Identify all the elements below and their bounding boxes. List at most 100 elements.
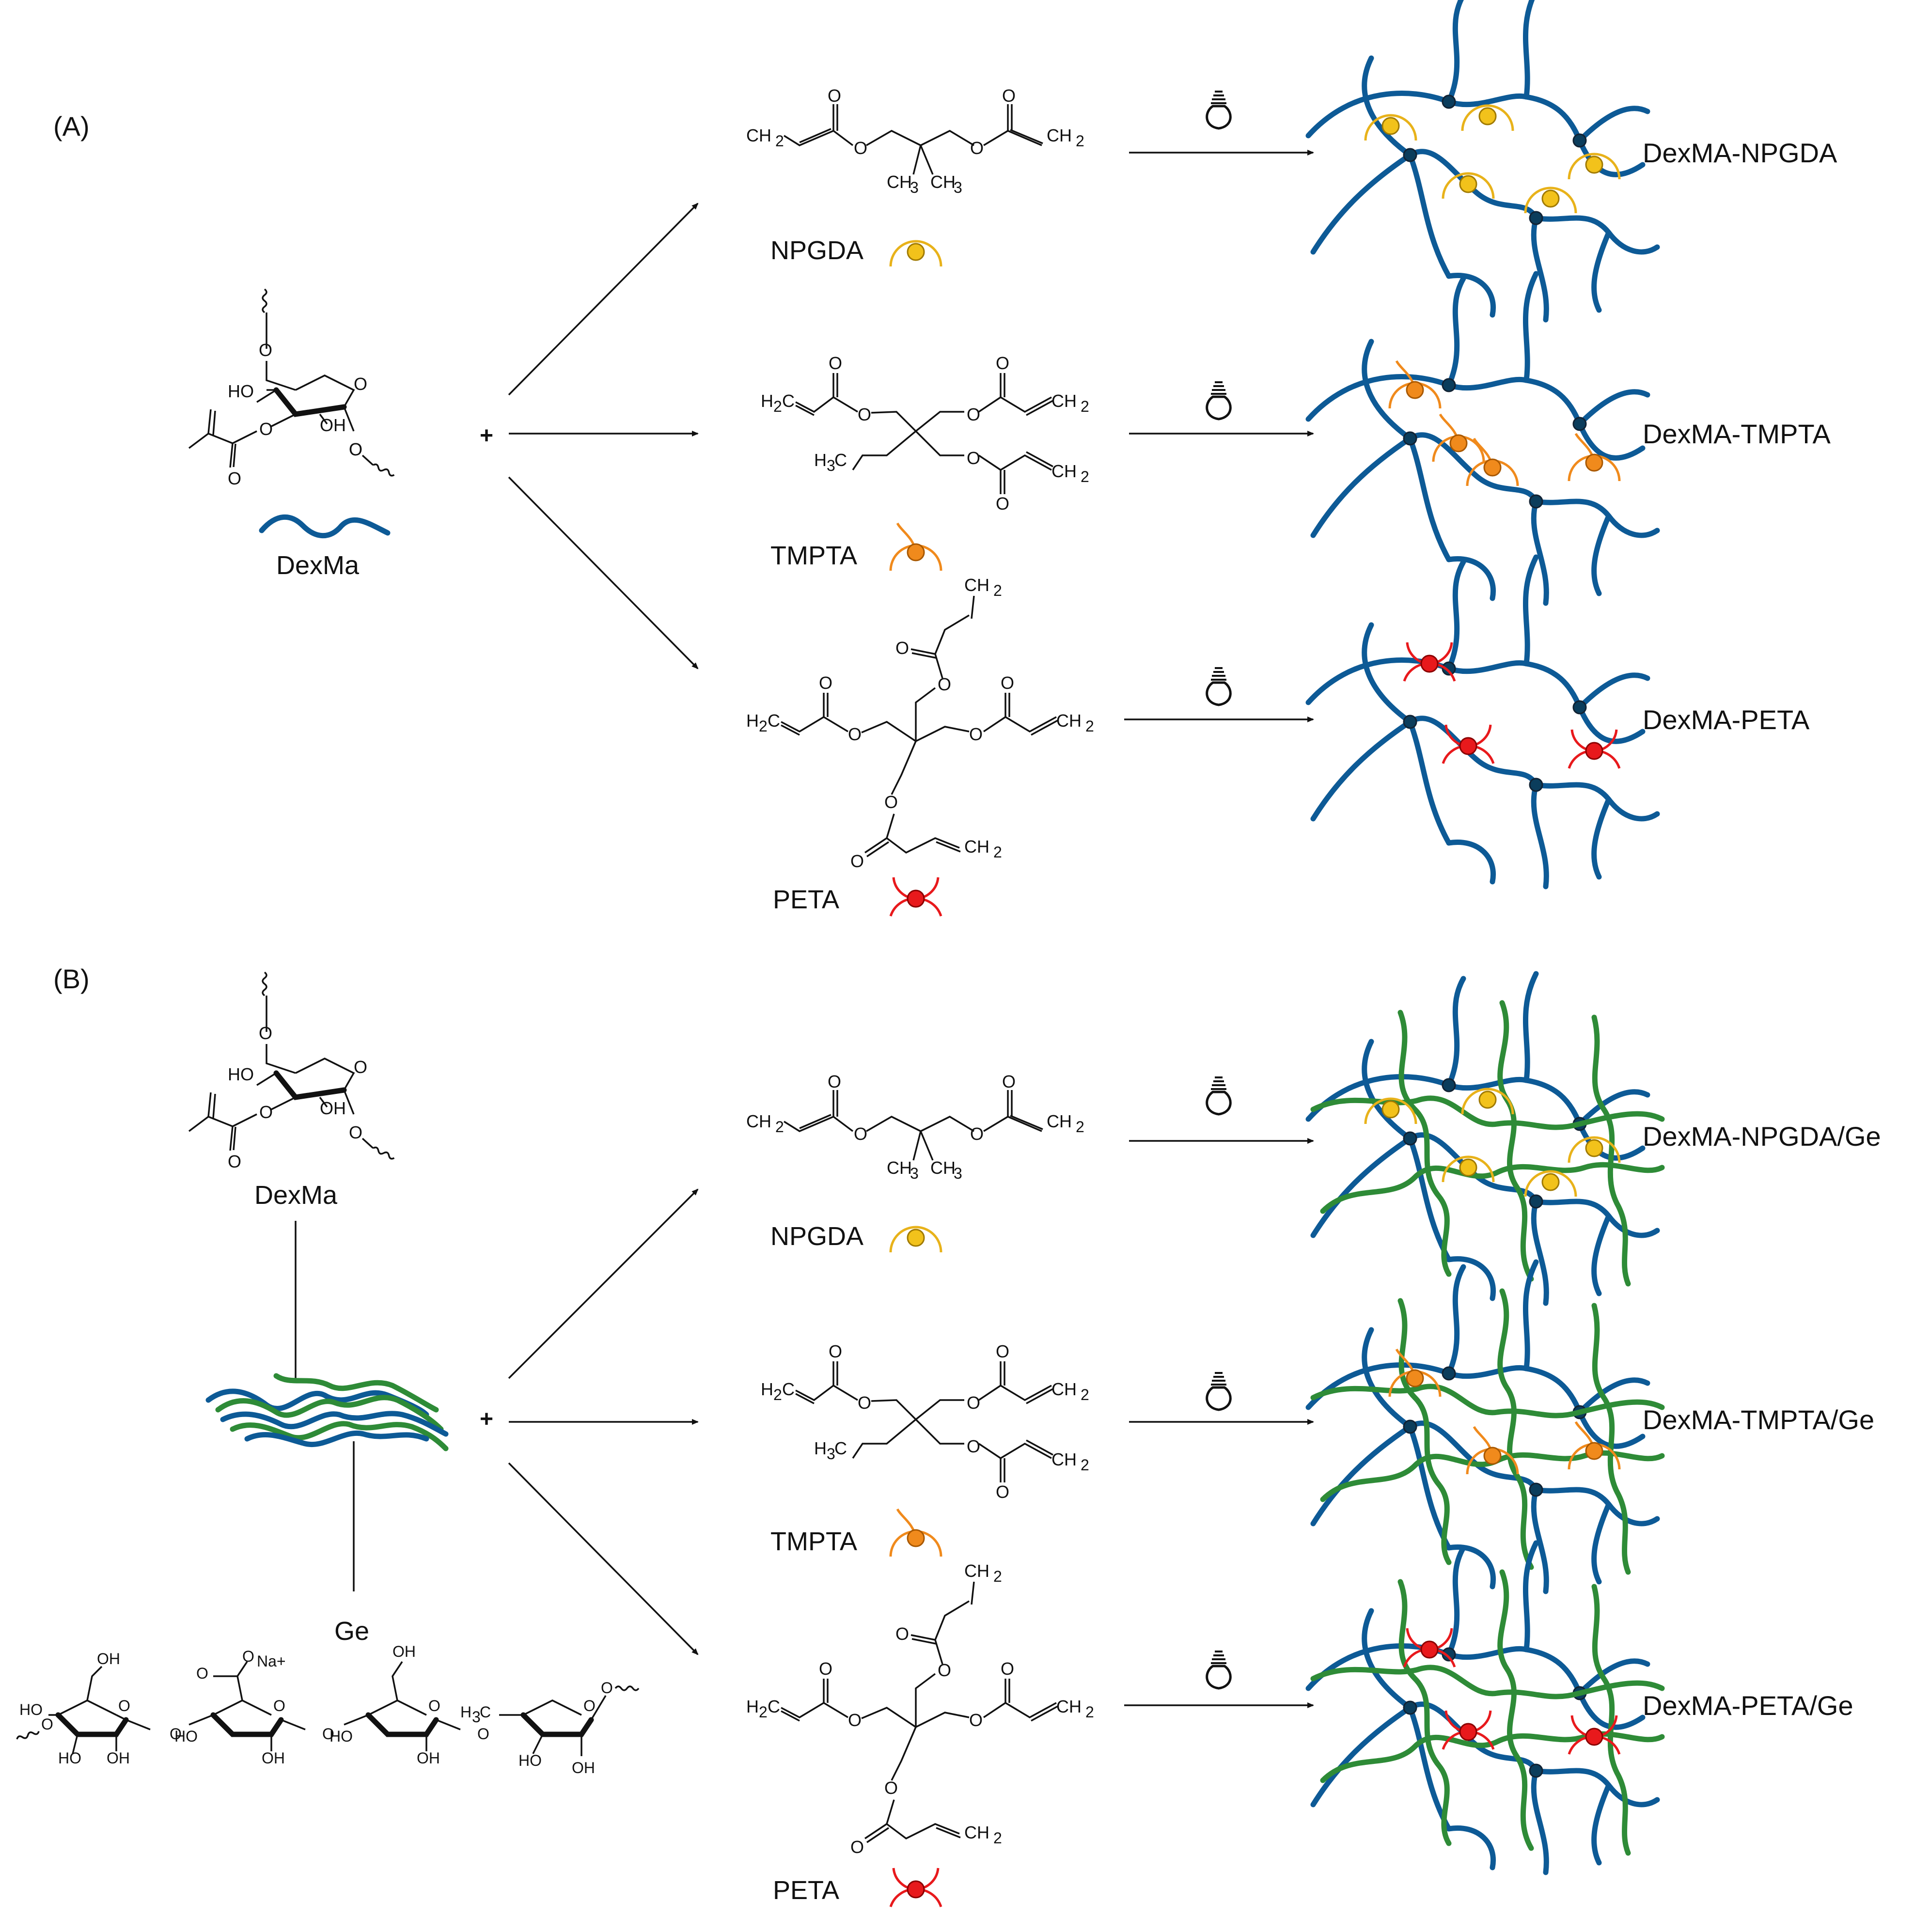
svg-text:O: O <box>228 1152 241 1171</box>
plus-sign-b: + <box>480 1406 493 1432</box>
light-bulb-icon <box>1207 1077 1231 1114</box>
svg-text:O: O <box>1002 1072 1016 1091</box>
svg-text:OH: OH <box>107 1749 130 1767</box>
svg-text:2: 2 <box>1081 398 1089 415</box>
svg-text:O: O <box>428 1697 440 1714</box>
svg-text:O: O <box>895 638 909 658</box>
svg-text:O: O <box>477 1725 489 1743</box>
svg-text:2: 2 <box>775 1118 784 1136</box>
svg-text:O: O <box>970 1124 984 1144</box>
product-label-b2: DexMA-TMPTA/Ge <box>1643 1404 1874 1435</box>
svg-text:2: 2 <box>759 1703 768 1721</box>
svg-text:O: O <box>967 1393 980 1413</box>
svg-text:O: O <box>828 86 841 106</box>
product-label-b3: DexMA-PETA/Ge <box>1643 1690 1853 1721</box>
light-bulb-icon <box>1207 92 1231 128</box>
svg-text:O: O <box>273 1697 285 1714</box>
arrow-b-to-peta <box>508 1462 699 1655</box>
dexma-structure-a: O O HO O O O OH O <box>188 288 396 488</box>
svg-text:CH: CH <box>930 172 956 192</box>
svg-text:O: O <box>349 439 362 459</box>
svg-text:H: H <box>746 1697 759 1716</box>
svg-text:O: O <box>228 468 241 488</box>
svg-text:O: O <box>967 1436 980 1456</box>
dexma-ge-blend-icon <box>205 1373 449 1451</box>
sodium-label: Na+ <box>257 1652 286 1670</box>
svg-text:3: 3 <box>910 179 919 196</box>
svg-text:CH: CH <box>1056 711 1082 731</box>
ge-label: Ge <box>334 1617 369 1646</box>
npgda-glyph-icon-a <box>891 241 941 266</box>
svg-text:CH: CH <box>964 575 989 595</box>
svg-text:2: 2 <box>993 843 1002 861</box>
peta-glyph-icon-a <box>891 877 941 916</box>
svg-text:HO: HO <box>19 1701 43 1718</box>
svg-text:O: O <box>828 1072 841 1091</box>
svg-text:3: 3 <box>954 1165 962 1182</box>
svg-text:O: O <box>850 1837 864 1857</box>
svg-text:2: 2 <box>993 582 1002 599</box>
svg-text:O: O <box>996 353 1009 373</box>
svg-text:C: C <box>834 450 847 470</box>
svg-text:C: C <box>782 391 795 411</box>
svg-text:2: 2 <box>775 132 784 150</box>
svg-text:O: O <box>259 340 272 360</box>
svg-text:CH: CH <box>1047 1111 1072 1131</box>
peta-glyph-icon-b <box>891 1868 941 1907</box>
svg-text:C: C <box>480 1703 491 1721</box>
svg-text:CH: CH <box>964 1561 989 1581</box>
svg-text:HO: HO <box>228 381 254 401</box>
svg-text:OH: OH <box>320 415 346 435</box>
svg-text:CH: CH <box>1051 1379 1077 1399</box>
svg-text:HO: HO <box>58 1749 81 1767</box>
product-label-b1: DexMA-NPGDA/Ge <box>1643 1121 1881 1152</box>
dexma-structure-b: O O HO O O OH O <box>188 971 396 1171</box>
svg-text:O: O <box>854 1124 867 1144</box>
svg-text:O: O <box>1002 86 1016 106</box>
svg-text:CH: CH <box>1051 391 1077 411</box>
svg-text:2: 2 <box>993 1829 1002 1847</box>
svg-text:O: O <box>996 1341 1009 1361</box>
arrow-b-to-npgda <box>508 1188 699 1379</box>
svg-text:O: O <box>858 405 871 424</box>
panel-label-b: (B) <box>53 964 90 994</box>
svg-text:O: O <box>848 1710 862 1730</box>
svg-text:2: 2 <box>759 717 768 735</box>
svg-text:O: O <box>196 1665 208 1682</box>
svg-text:H: H <box>746 711 759 731</box>
svg-text:H: H <box>761 1379 773 1399</box>
tmpta-label-a: TMPTA <box>770 541 857 570</box>
svg-text:CH: CH <box>1051 461 1077 481</box>
network-dexma-peta <box>1308 557 1657 887</box>
svg-text:OH: OH <box>572 1759 595 1776</box>
svg-text:O: O <box>118 1697 130 1714</box>
npgda-glyph-icon-b <box>891 1227 941 1252</box>
svg-text:O: O <box>259 419 273 439</box>
arrow-a-to-peta <box>508 476 699 670</box>
svg-text:C: C <box>834 1438 847 1458</box>
svg-text:O: O <box>259 1023 272 1043</box>
svg-text:C: C <box>768 711 780 731</box>
svg-text:2: 2 <box>1081 1386 1089 1403</box>
svg-text:CH: CH <box>887 172 912 192</box>
tmpta-glyph-icon-a <box>891 523 941 571</box>
svg-text:O: O <box>967 405 980 424</box>
svg-text:2: 2 <box>773 398 782 415</box>
plus-sign-a: + <box>480 423 493 449</box>
svg-text:CH: CH <box>1047 125 1072 145</box>
svg-text:O: O <box>884 792 898 812</box>
peta-label-a: PETA <box>773 885 839 914</box>
network-dexma-npgda-ge <box>1308 974 1662 1303</box>
svg-text:O: O <box>969 1710 983 1730</box>
svg-text:O: O <box>1001 673 1014 693</box>
svg-text:2: 2 <box>1076 132 1084 150</box>
tmpta-glyph-icon-b <box>891 1509 941 1557</box>
svg-text:C: C <box>768 1697 780 1716</box>
light-bulb-icon <box>1207 1373 1231 1410</box>
peta-label-b: PETA <box>773 1876 839 1905</box>
